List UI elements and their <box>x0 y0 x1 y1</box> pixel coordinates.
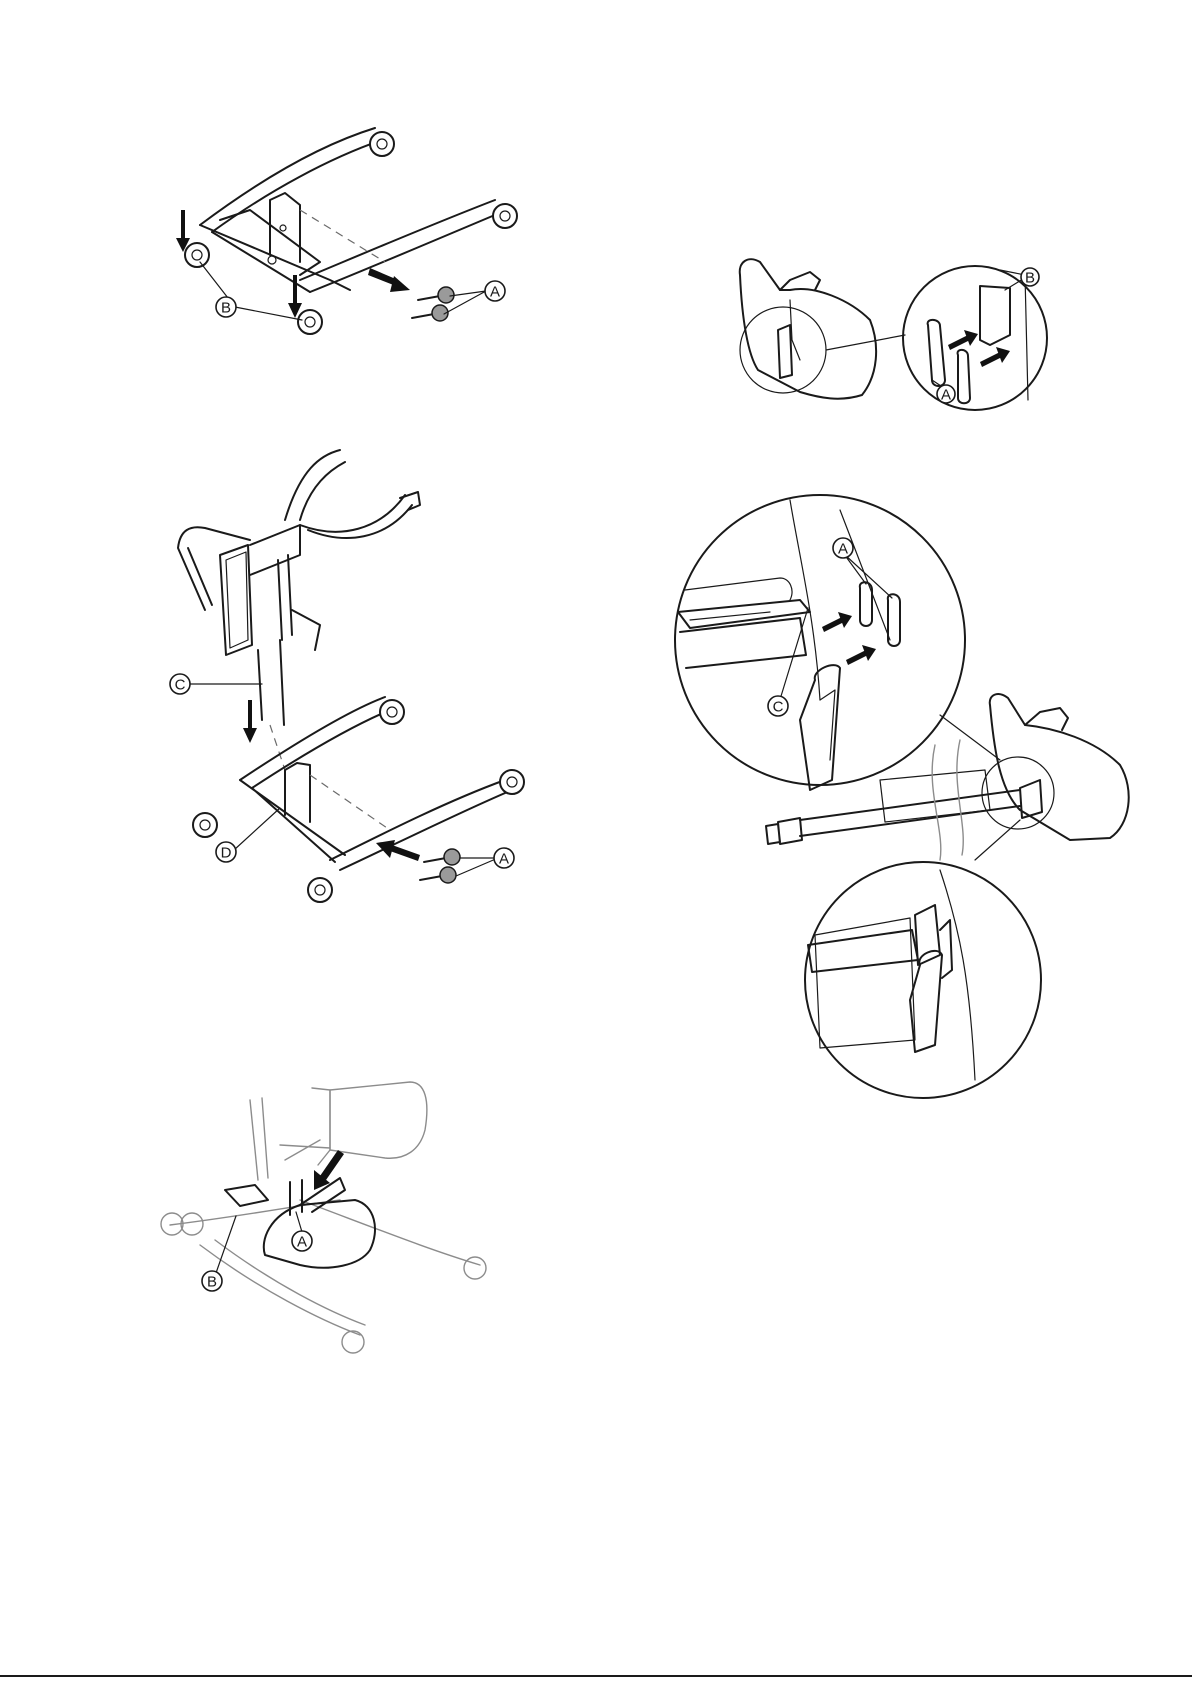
svg-text:B: B <box>1025 270 1035 287</box>
callout-c: C <box>170 674 190 694</box>
figure-pad-clips: B A <box>725 235 1085 435</box>
svg-text:C: C <box>773 699 784 716</box>
svg-text:B: B <box>207 1274 217 1291</box>
figure-mast-mounting: C D A <box>160 430 540 900</box>
figure-base-castors: A B <box>150 110 530 350</box>
castor-wheel <box>193 700 524 902</box>
footer-rule <box>0 1675 1192 1677</box>
svg-text:D: D <box>221 845 232 862</box>
arrow-down-icon <box>243 700 257 743</box>
callout-d: D <box>216 842 236 862</box>
callout-b: B <box>216 297 236 317</box>
callout-a: A <box>292 1231 312 1251</box>
svg-text:A: A <box>941 387 951 404</box>
arrow-right-icon <box>822 612 876 665</box>
svg-text:A: A <box>499 851 509 868</box>
callout-a: A <box>937 385 955 404</box>
callout-a: A <box>833 538 853 558</box>
arrow-right-icon <box>368 268 410 292</box>
callout-a: A <box>485 281 505 301</box>
svg-text:A: A <box>297 1234 307 1251</box>
callout-b: B <box>202 1271 222 1291</box>
bolt-knob <box>412 287 454 321</box>
callout-b: B <box>1021 268 1039 287</box>
figure-footplate: A B <box>150 1070 510 1360</box>
svg-text:A: A <box>490 284 500 301</box>
svg-text:C: C <box>175 677 186 694</box>
svg-text:B: B <box>221 300 231 317</box>
callout-c: C <box>768 696 788 716</box>
figure-strap-attachment: A C <box>670 500 1150 1080</box>
callout-a: A <box>494 848 514 868</box>
arrow-down-icon <box>314 1150 344 1190</box>
bolt-knob <box>420 849 460 883</box>
svg-text:A: A <box>838 541 848 558</box>
